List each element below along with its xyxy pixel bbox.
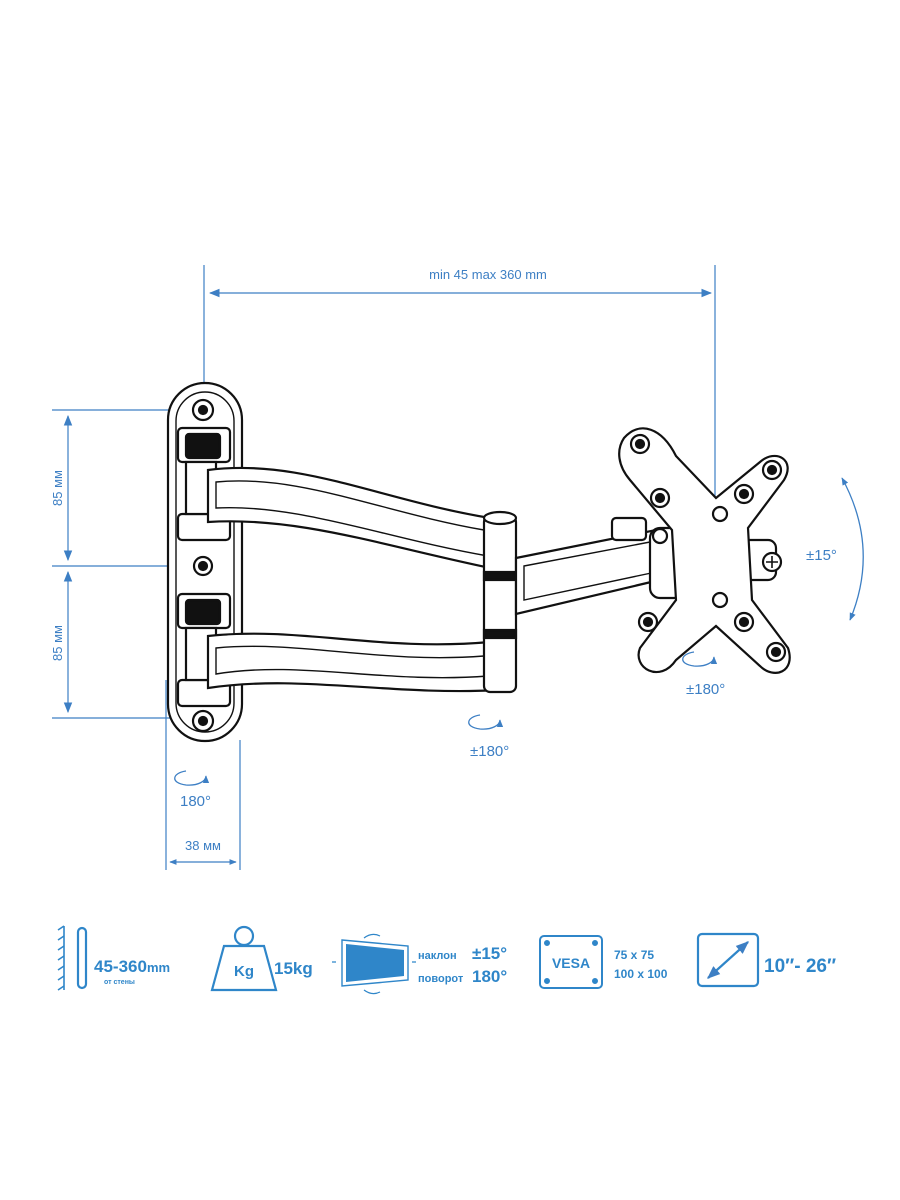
upper-arm <box>206 466 502 572</box>
tilt-spec-label: наклон <box>418 950 457 962</box>
tilt-swivel-icon <box>332 933 416 995</box>
tilt-spec-value: ±15° <box>472 944 507 963</box>
weight-icon <box>210 925 278 992</box>
vesa-icon-text: VESA <box>552 955 590 971</box>
wall-swivel-label: 180° <box>180 793 211 810</box>
head-swivel-label: ±180° <box>686 681 725 698</box>
head-swivel-icon <box>682 651 718 667</box>
distance-note: от стены <box>104 979 135 986</box>
dimension-lines <box>52 265 716 870</box>
screen-size-icon <box>696 932 760 988</box>
forearm <box>514 528 670 616</box>
tilt-arc-icon <box>841 477 864 621</box>
wall-distance-icon <box>57 925 88 991</box>
wall-plate <box>166 381 244 743</box>
reach-dimension-label: min 45 max 360 mm <box>429 267 547 282</box>
tilt-rotation-label: ±15° <box>806 547 837 564</box>
middle-pivot <box>482 510 518 694</box>
arm-swivel-icon <box>468 714 504 730</box>
vesa-size-1: 75 x 75 <box>614 948 654 962</box>
weight-icon-text: Kg <box>234 963 254 980</box>
vesa-icon <box>539 935 603 989</box>
vesa-plate <box>618 427 791 674</box>
screen-size-value: 10″- 26″ <box>764 956 836 977</box>
upper-pitch-label: 85 мм <box>50 470 65 506</box>
lower-pitch-label: 85 мм <box>50 625 65 661</box>
swivel-spec-label: поворот <box>418 973 464 985</box>
load-value: 15kg <box>274 959 313 978</box>
wall-swivel-icon <box>174 770 210 786</box>
swivel-spec-value: 180° <box>472 967 507 986</box>
distance-value: 45-360mm <box>94 957 170 976</box>
vesa-size-2: 100 x 100 <box>614 967 668 981</box>
lower-arm <box>206 632 502 693</box>
plate-width-label: 38 мм <box>185 838 221 853</box>
arm-swivel-label: ±180° <box>470 743 509 760</box>
